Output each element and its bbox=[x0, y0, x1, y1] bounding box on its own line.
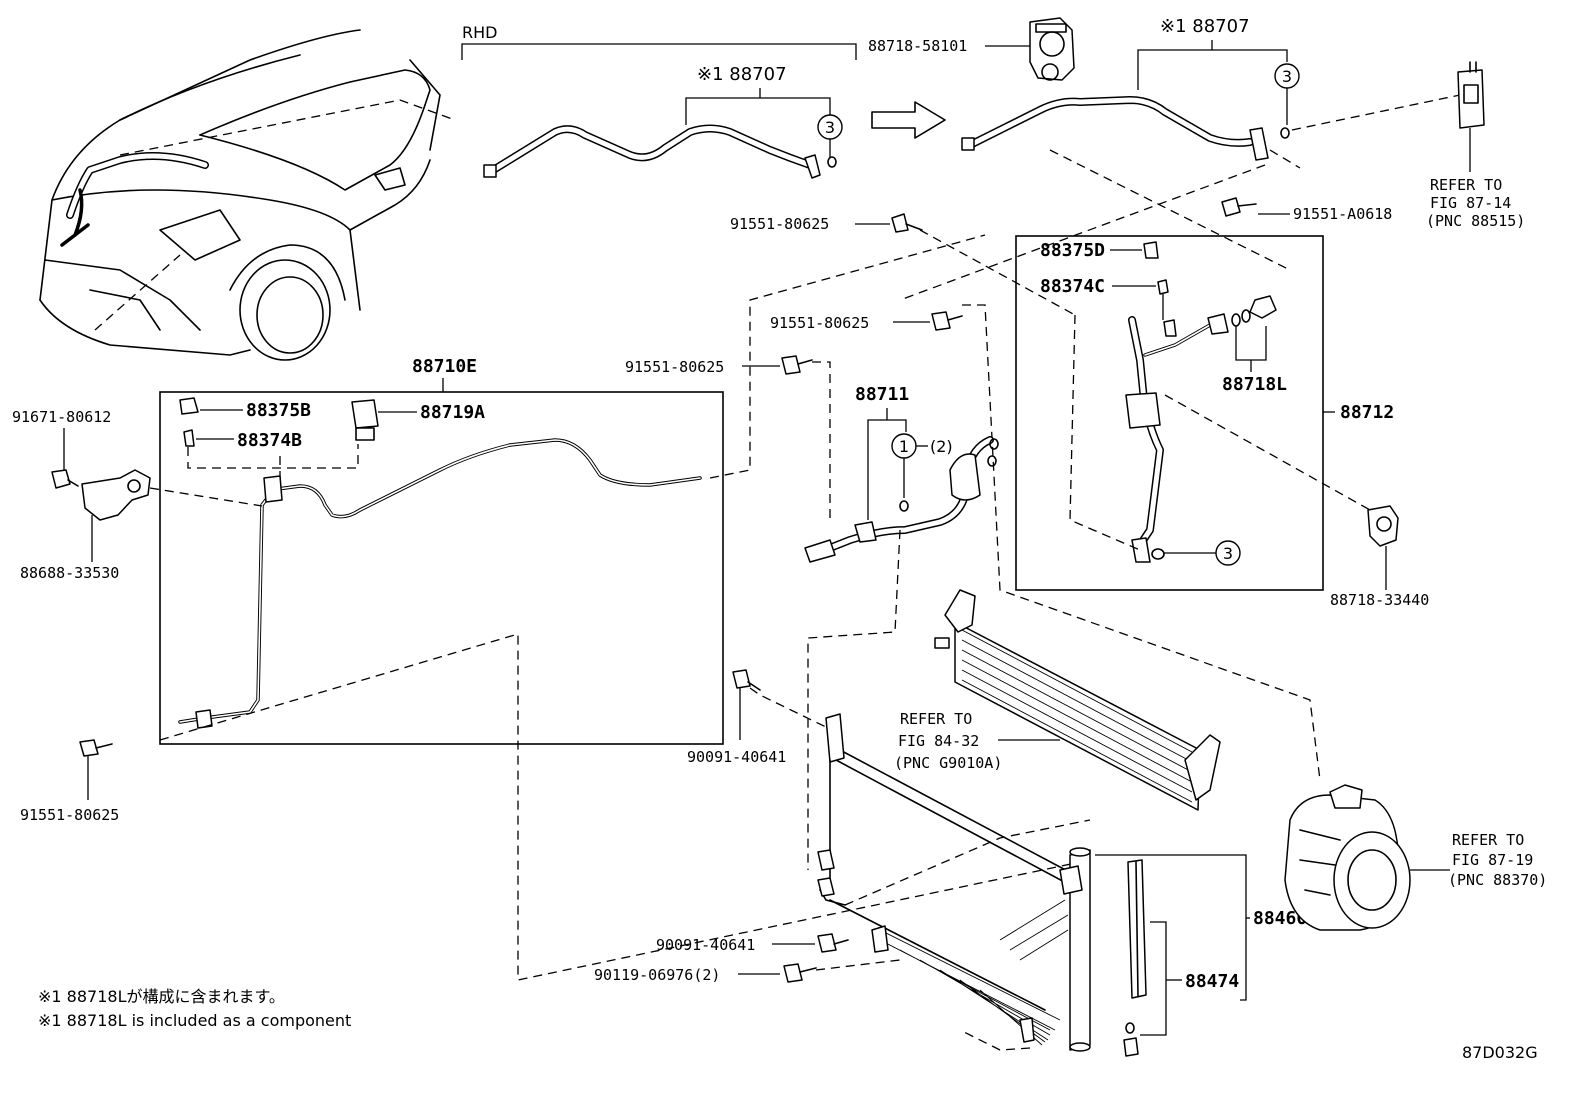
part-88375b-label: 88375B bbox=[246, 400, 311, 421]
part-88474-label: 88474 bbox=[1185, 971, 1239, 992]
ref-87-19-line1: REFER TO bbox=[1452, 831, 1524, 849]
ref-87-14-line1: REFER TO bbox=[1430, 176, 1502, 194]
ref-87-19-line2: FIG 87-19 bbox=[1452, 851, 1533, 869]
bolt-90091-40641-lower bbox=[817, 933, 849, 953]
valve-core-88374b bbox=[183, 429, 195, 447]
assembly-box-88712 bbox=[1015, 235, 1324, 591]
svg-text:3: 3 bbox=[1282, 67, 1292, 86]
part-90091-40641-upper-label: 90091-40641 bbox=[687, 748, 786, 766]
part-91551-80625-left-label: 91551-80625 bbox=[625, 358, 724, 376]
part-88688-33530-label: 88688-33530 bbox=[20, 564, 119, 582]
part-88719a-label: 88719A bbox=[420, 402, 485, 423]
rhd-label: RHD bbox=[462, 23, 497, 42]
pipe-88707-left bbox=[483, 124, 837, 179]
svg-text:3: 3 bbox=[1223, 544, 1233, 563]
vehicle-illustration bbox=[39, 29, 441, 361]
valve-core-88374c bbox=[1157, 279, 1169, 295]
ref-87-14-line3: (PNC 88515) bbox=[1426, 212, 1525, 230]
pipe-88707-right bbox=[961, 96, 1290, 161]
ref-87-19-line3: (PNC 88370) bbox=[1448, 871, 1547, 889]
marker-3-left: 3 bbox=[817, 114, 843, 140]
part-90091-40641-lower-label: 90091-40641 bbox=[656, 936, 755, 954]
hose-88711 bbox=[804, 436, 999, 563]
marker-3-box: 3 bbox=[1215, 540, 1241, 566]
condenser-88460 bbox=[817, 713, 1091, 1052]
pressure-switch-88719a bbox=[351, 399, 379, 441]
marker-3-right: 3 bbox=[1274, 63, 1300, 89]
marker-1: 1 bbox=[891, 433, 917, 459]
bolt-91551-a0618 bbox=[1221, 197, 1257, 217]
part-88460-label: 88460 bbox=[1253, 908, 1307, 929]
liquid-line-88710e bbox=[178, 438, 702, 729]
ref-87-14-line2: FIG 87-14 bbox=[1430, 194, 1511, 212]
desiccant-88474 bbox=[1123, 859, 1147, 1057]
note-english: ※1 88718L is included as a component bbox=[38, 1011, 351, 1030]
part-88374b-label: 88374B bbox=[237, 430, 302, 451]
ref-84-32-line1: REFER TO bbox=[900, 710, 972, 728]
svg-text:1: 1 bbox=[899, 437, 909, 456]
part-88375d-label: 88375D bbox=[1040, 240, 1105, 261]
note-japanese: ※1 88718Lが構成に含まれます。 bbox=[38, 987, 285, 1006]
ref-84-32-line3: (PNC G9010A) bbox=[894, 754, 1002, 772]
bolt-91551-80625-left bbox=[781, 355, 813, 375]
clamp-88718-33440 bbox=[1367, 505, 1399, 547]
direction-arrow-icon bbox=[871, 101, 946, 139]
part-91551-80625-bottom-label: 91551-80625 bbox=[20, 806, 119, 824]
part-91551-80625-top-label: 91551-80625 bbox=[730, 215, 829, 233]
bolt-91551-80625-bottom bbox=[79, 739, 113, 757]
clamp-88718-58101 bbox=[1029, 17, 1075, 81]
part-88712-label: 88712 bbox=[1340, 402, 1394, 423]
svg-text:3: 3 bbox=[825, 118, 835, 137]
intercooler-radiator bbox=[934, 589, 1221, 811]
bolt-90091-40641-upper bbox=[732, 669, 761, 691]
part-88718-33440-label: 88718-33440 bbox=[1330, 591, 1429, 609]
bracket-88688-33530 bbox=[81, 469, 151, 521]
part-91551-80625-mid-label: 91551-80625 bbox=[770, 314, 869, 332]
cap-88375b bbox=[179, 397, 199, 415]
compressor bbox=[1284, 784, 1411, 931]
bolt-91551-80625-mid bbox=[931, 311, 963, 331]
hose-88712 bbox=[1125, 295, 1277, 563]
cap-88375d bbox=[1143, 241, 1159, 259]
part-88710e-label: 88710E bbox=[412, 356, 477, 377]
part-90119-06976-label: 90119-06976(2) bbox=[594, 966, 720, 984]
part-88711-label: 88711 bbox=[855, 384, 909, 405]
bolt-90119-06976 bbox=[783, 963, 817, 983]
bolt-91671-80612 bbox=[51, 469, 79, 489]
ref-84-32-line2: FIG 84-32 bbox=[898, 732, 979, 750]
part-88718-58101-label: 88718-58101 bbox=[868, 37, 967, 55]
assembly-box-88710e bbox=[159, 391, 724, 745]
part-88374c-label: 88374C bbox=[1040, 276, 1105, 297]
bolt-91551-80625-top bbox=[891, 213, 923, 233]
part-88707-right-label: ※1 88707 bbox=[1160, 16, 1250, 37]
part-88707-left-label: ※1 88707 bbox=[697, 64, 787, 85]
part-91671-80612-label: 91671-80612 bbox=[12, 408, 111, 426]
quantity-2-label: (2) bbox=[930, 437, 953, 456]
part-88718l-label: 88718L bbox=[1222, 374, 1287, 395]
diagram-code: 87D032G bbox=[1462, 1043, 1538, 1062]
expansion-valve bbox=[1457, 61, 1485, 129]
part-91551-a0618-label: 91551-A0618 bbox=[1293, 205, 1392, 223]
